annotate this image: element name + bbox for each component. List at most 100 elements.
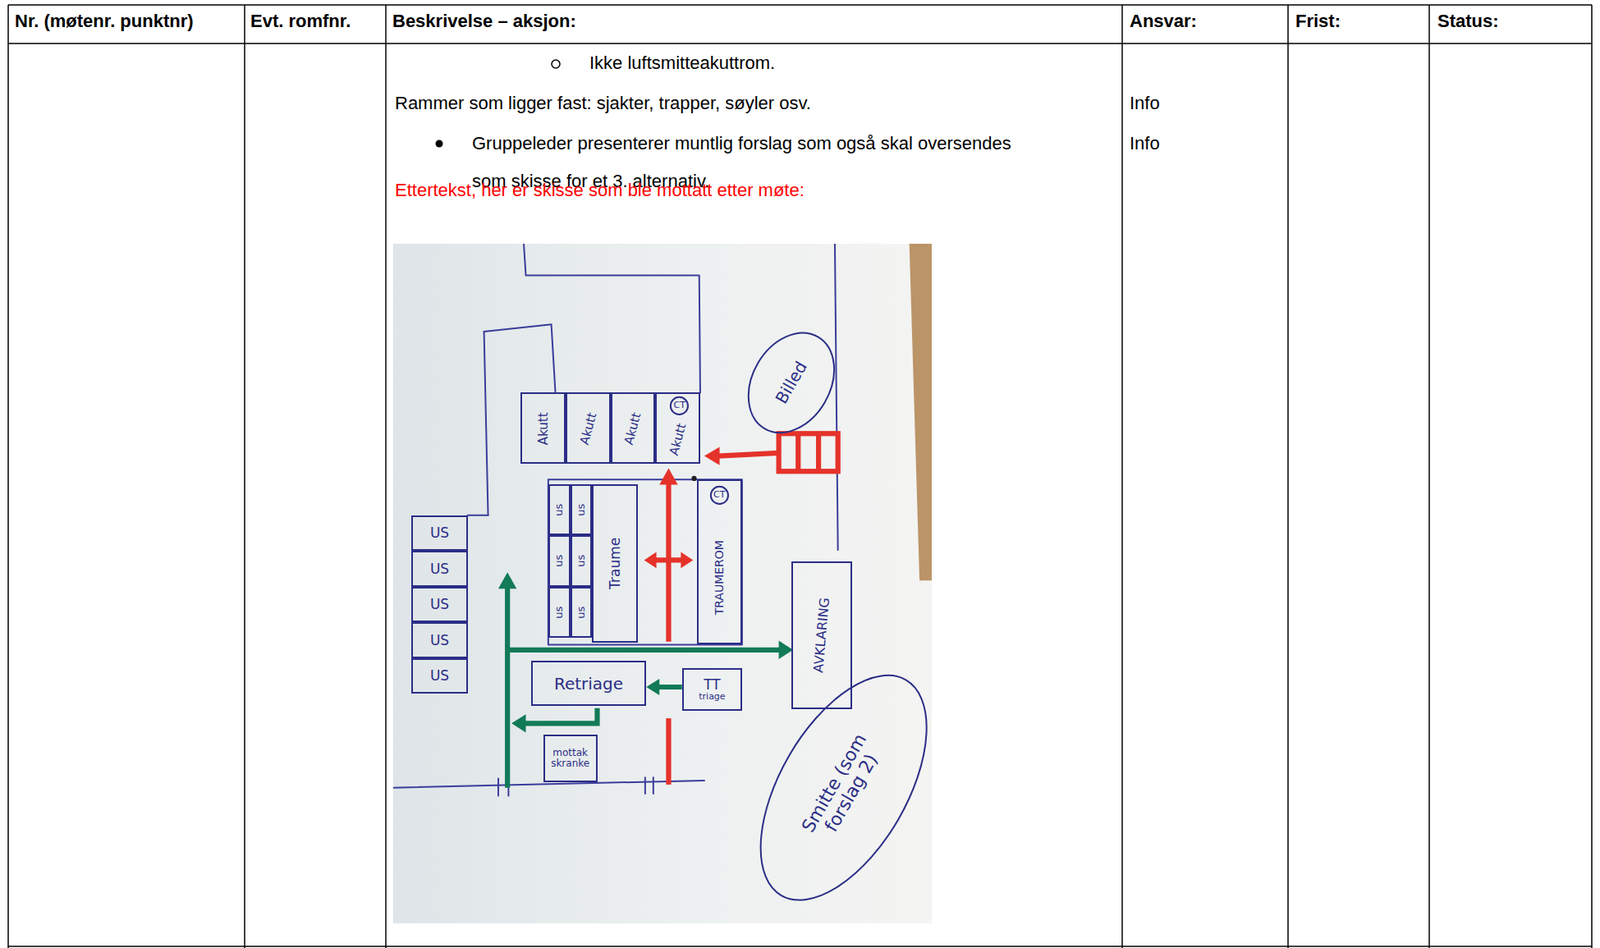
table-line <box>1428 4 1431 948</box>
wall-line <box>834 243 839 551</box>
arrow-head <box>704 446 720 465</box>
room-box: Akutt CT <box>655 392 701 464</box>
stretcher-symbol <box>797 433 819 472</box>
node-text: US <box>430 525 450 541</box>
node-text: Akutt <box>667 421 689 458</box>
ellipse-line <box>745 326 838 440</box>
ellipse-line <box>756 652 931 923</box>
node-text: mottak skranke <box>545 747 596 770</box>
node-text: Billed <box>771 358 811 408</box>
list-item: Ikke luftsmitteakuttrom. <box>589 51 775 75</box>
node-text: Traume <box>607 537 624 590</box>
table-line <box>1590 4 1593 948</box>
column-header: Evt. romfnr. <box>250 9 351 33</box>
arrow-head <box>511 714 526 733</box>
node-text: us <box>575 605 587 619</box>
note-text: Rammer som ligger fast: sjakter, trapper… <box>394 91 812 115</box>
door-mark <box>498 777 654 796</box>
node-text: triage <box>698 692 725 702</box>
node-text: us <box>575 554 587 568</box>
node-text: Retriage <box>554 674 624 693</box>
table-line <box>7 4 10 948</box>
wall-line <box>484 331 489 516</box>
room-box: us <box>548 535 571 587</box>
column-header: Status: <box>1437 9 1500 33</box>
ct-circle: CT <box>709 485 730 506</box>
table-line <box>1287 4 1289 948</box>
node-text: TRAUMEROM <box>713 540 726 615</box>
list-bullet <box>551 59 560 69</box>
column-header: Frist: <box>1295 9 1341 33</box>
room-box: mottak skranke <box>543 734 598 783</box>
table-line <box>8 945 1592 948</box>
node-text: CT <box>673 400 686 411</box>
room-box: Retriage <box>531 660 647 707</box>
node-text: Akutt <box>622 411 644 447</box>
node-text: us <box>553 605 565 619</box>
room-box: TRAUMEROM CT <box>696 479 743 645</box>
stretcher-symbol <box>779 433 839 472</box>
node-text: us <box>553 504 565 517</box>
connector-line <box>657 684 683 690</box>
arrow-head <box>680 551 693 569</box>
ellipse-line <box>710 486 729 505</box>
list-bullet <box>435 140 444 148</box>
ct-circle: CT <box>669 395 690 417</box>
block-outline <box>548 479 743 645</box>
room-box: TTtriage <box>682 668 743 711</box>
node-text: Akutt <box>577 411 599 447</box>
post-note: Ettertekst, her er skisse som ble mottat… <box>394 178 805 202</box>
wall-line <box>467 514 489 517</box>
room-box: US <box>411 586 468 624</box>
responsibility-cell: Info <box>1129 91 1160 115</box>
flow-arrow <box>504 586 510 789</box>
room-box: Traume <box>591 484 638 643</box>
table-line <box>8 42 1592 45</box>
responsibility-cell: Info <box>1129 132 1160 156</box>
table-line <box>243 4 246 948</box>
column-header: Beskrivelse – aksjon: <box>392 9 577 33</box>
ellipse-line <box>670 397 688 415</box>
room-box: us <box>548 484 571 536</box>
room-box: Akutt <box>565 392 611 464</box>
flow-arrow <box>665 718 671 785</box>
node-text: Akutt <box>536 412 551 445</box>
flow-connector <box>646 678 683 696</box>
node-text: Smitte (som forslag 2) <box>784 706 902 869</box>
room-box: Akutt <box>610 392 656 464</box>
table-line <box>8 4 1592 6</box>
pen-dot <box>691 476 697 482</box>
sketch-photo: AkuttAkuttAkuttAkuttCTBilledUSUSUSUSUSus… <box>393 243 932 924</box>
table-line <box>385 4 387 948</box>
room-box: US <box>411 622 468 659</box>
room-box: us <box>548 586 571 638</box>
room-box: AVKLARING <box>791 561 853 710</box>
room-box: US <box>411 550 468 587</box>
room-box: US <box>411 658 468 695</box>
wall-line <box>523 243 701 394</box>
zone-ellipse: Smitte (som forslag 2) <box>756 652 931 923</box>
column-header: Nr. (møtenr. punktnr) <box>14 9 194 33</box>
node-text: TT <box>703 677 720 693</box>
arrow-head <box>498 572 517 589</box>
node-text: us <box>553 554 565 568</box>
arrow-head <box>644 551 657 569</box>
room-box: US <box>411 515 468 552</box>
node-text: CT <box>713 490 725 500</box>
wall-line <box>484 324 556 393</box>
table-edge <box>909 243 932 581</box>
room-circle: Billed <box>745 326 838 440</box>
table-line <box>1121 4 1124 948</box>
flow-arrow <box>523 708 597 725</box>
node-text: US <box>430 632 450 649</box>
arrow-head <box>659 468 678 486</box>
room-box: us <box>570 484 593 536</box>
arrow-head <box>646 678 660 696</box>
flow-arrow <box>654 557 684 563</box>
flow-arrow <box>717 453 780 457</box>
node-text: us <box>575 504 587 517</box>
node-text: AVKLARING <box>811 596 833 674</box>
room-box: Akutt <box>520 392 566 464</box>
node-text: US <box>430 668 450 684</box>
